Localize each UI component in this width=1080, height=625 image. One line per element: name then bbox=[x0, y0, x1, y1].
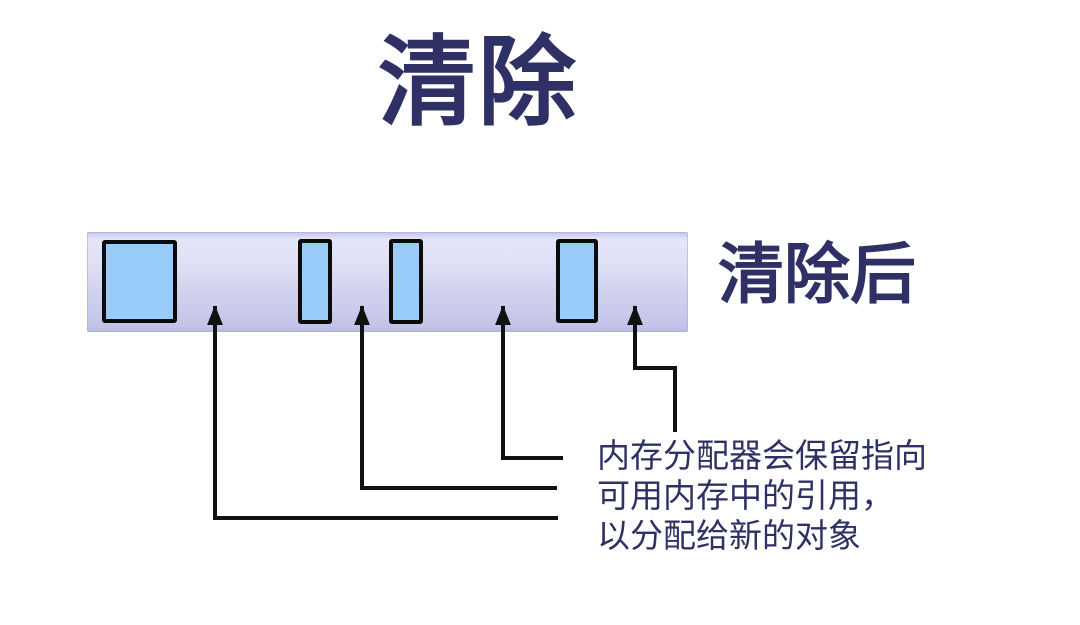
pointer-arrow-free-gap-1 bbox=[207, 305, 558, 520]
allocator-note: 内存分配器会保留指向 可用内存中的引用， 以分配给新的对象 bbox=[597, 436, 927, 556]
memory-block bbox=[556, 239, 598, 323]
pointer-arrow-free-gap-2 bbox=[354, 305, 557, 490]
slide-title: 清除 bbox=[377, 27, 578, 137]
allocator-note-line-3: 以分配给新的对象 bbox=[597, 517, 861, 554]
allocator-note-line-1: 内存分配器会保留指向 bbox=[597, 437, 927, 474]
after-sweep-label: 清除后 bbox=[718, 237, 916, 311]
memory-block bbox=[102, 240, 177, 323]
memory-block bbox=[298, 239, 332, 324]
allocator-note-line-2: 可用内存中的引用， bbox=[597, 477, 894, 514]
memory-block bbox=[389, 239, 423, 324]
